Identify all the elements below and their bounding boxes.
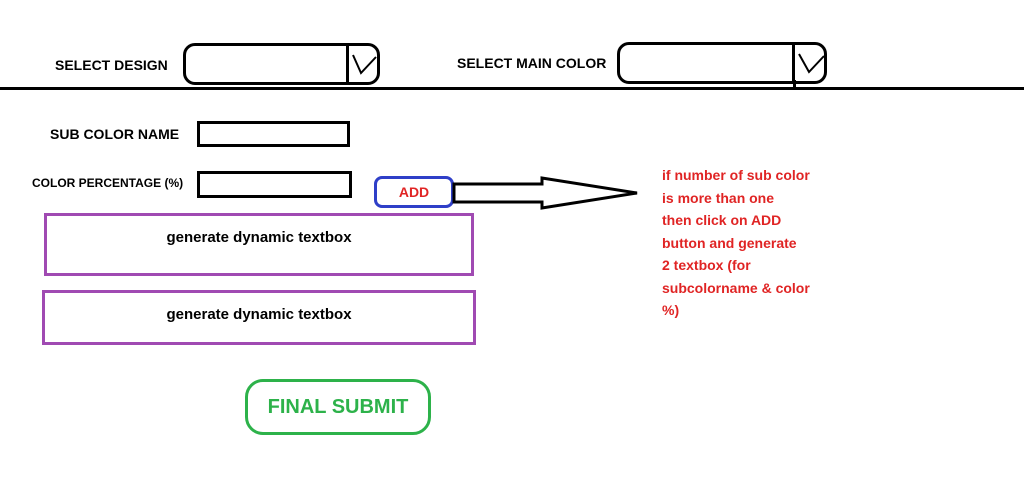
dynamic-textbox-label: generate dynamic textbox (166, 229, 352, 246)
add-button[interactable]: ADD (374, 176, 454, 208)
select-main-color-label: SELECT MAIN COLOR (457, 55, 607, 71)
sub-color-name-input[interactable] (197, 121, 350, 147)
arrow-right-icon (452, 176, 638, 210)
color-percentage-label: COLOR PERCENTAGE (%) (32, 176, 184, 190)
help-note-line: subcolorname & color (662, 279, 810, 296)
help-note: if number of sub color is more than one … (662, 164, 852, 322)
header-divider (0, 87, 1024, 90)
color-percentage-input[interactable] (197, 171, 352, 198)
dynamic-textbox-2[interactable]: generate dynamic textbox (42, 290, 476, 345)
help-note-line: button and generate (662, 234, 797, 251)
final-submit-button[interactable]: FINAL SUBMIT (245, 379, 431, 435)
dropdown-stem-mark (793, 80, 796, 90)
select-design-dropdown[interactable] (183, 43, 380, 85)
select-main-color-dropdown[interactable] (617, 42, 827, 84)
help-note-line: then click on ADD (662, 212, 782, 228)
dynamic-textbox-1[interactable]: generate dynamic textbox (44, 213, 474, 276)
dynamic-textbox-label: generate dynamic textbox (166, 306, 352, 323)
help-note-line: %) (662, 302, 680, 318)
help-note-line: if number of sub color (662, 167, 810, 183)
sub-color-name-label: SUB COLOR NAME (50, 126, 180, 142)
select-design-label: SELECT DESIGN (55, 57, 168, 73)
chevron-down-icon[interactable] (346, 43, 379, 85)
chevron-down-icon[interactable] (792, 42, 827, 84)
help-note-line: 2 textbox (for (662, 257, 751, 273)
help-note-line: is more than one (662, 189, 775, 206)
